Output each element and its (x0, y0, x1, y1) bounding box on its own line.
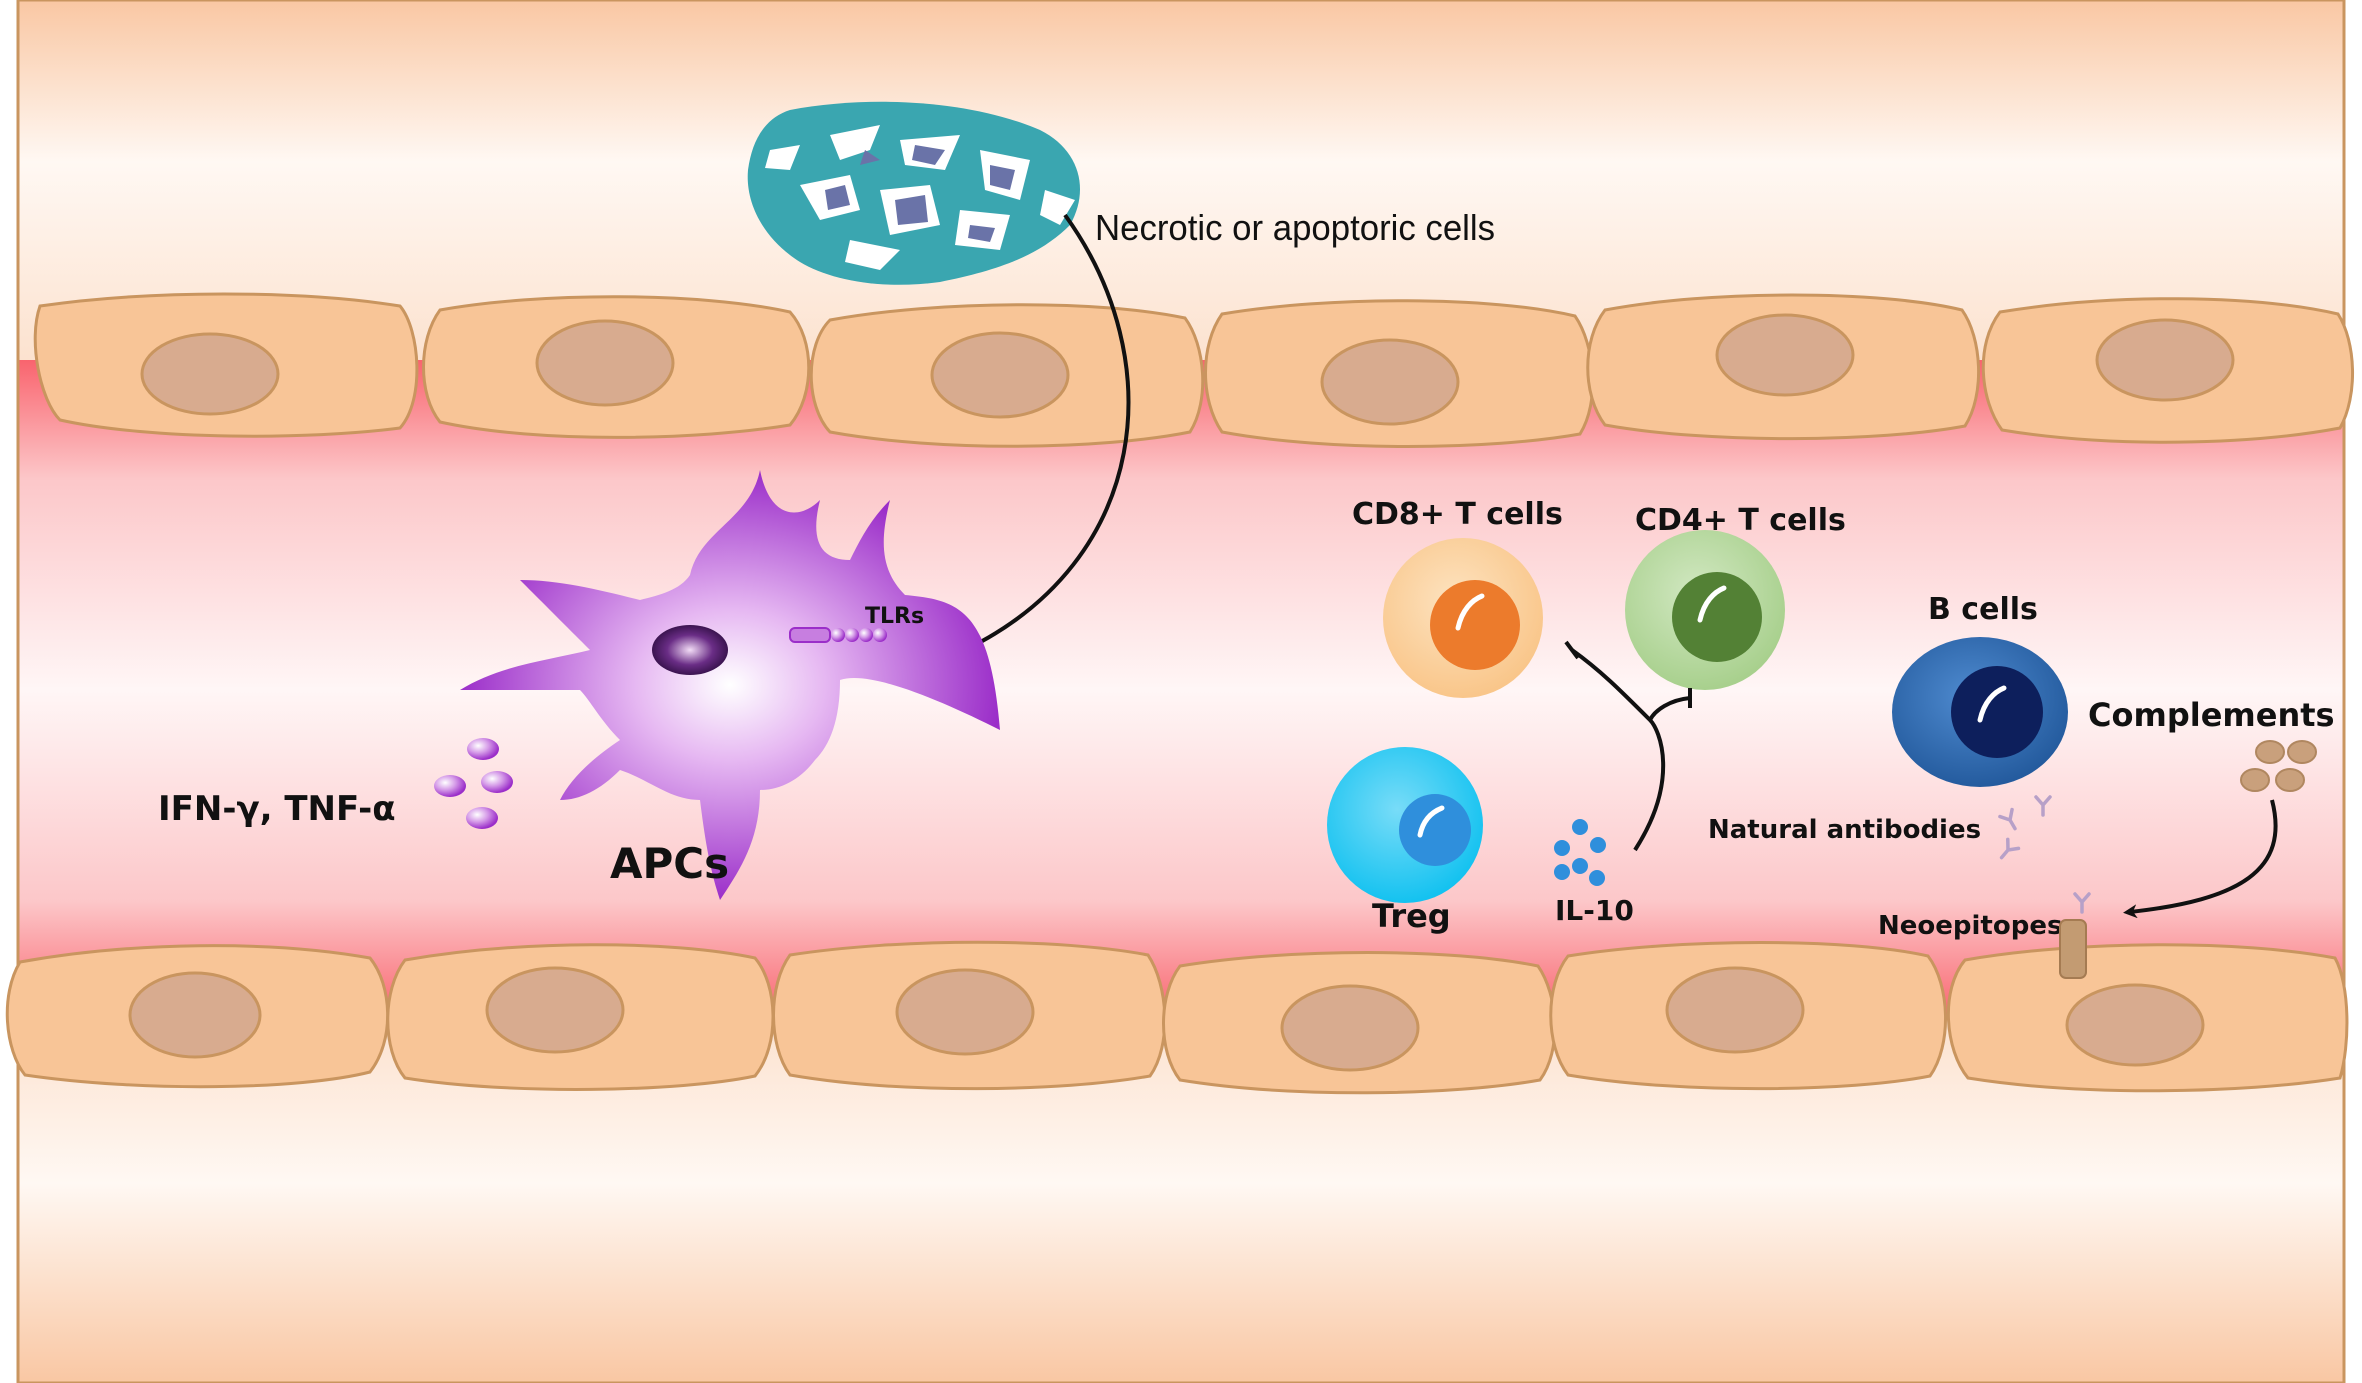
neoepitope (2059, 892, 2091, 979)
nucleus (895, 968, 1035, 1056)
il10-label: IL-10 (1555, 894, 1634, 927)
apc-cell (460, 470, 1000, 900)
necrotic-to-apc-arrow (958, 213, 1131, 654)
nucleus (1715, 313, 1855, 397)
nucleus (140, 332, 280, 416)
bcells-label: B cells (1928, 592, 2038, 627)
nucleus (128, 971, 262, 1059)
nucleus (485, 966, 625, 1054)
apc-body (460, 470, 1000, 900)
b-cell (1892, 637, 2068, 787)
neoepitopes-label: Neoepitopes (1878, 911, 2062, 941)
nucleus (930, 331, 1070, 419)
cytokine-beads (434, 738, 513, 829)
apc-nucleus (652, 625, 728, 675)
nucleus (2095, 318, 2235, 402)
cd4-label: CD4+ T cells (1635, 503, 1846, 538)
bottom-endothelium (5, 940, 2349, 1095)
nucleus (1280, 984, 1420, 1072)
apcs-label: APCs (610, 839, 729, 888)
nucleus (1320, 338, 1460, 426)
treg-label: Treg (1372, 897, 1451, 935)
il10-inhibition (1564, 640, 1692, 852)
necrotic-label: Necrotic or apoptoric cells (1095, 207, 1495, 248)
complement-dots (2240, 740, 2317, 792)
tlrs-label: TLRs (865, 604, 924, 629)
necrotic-fragments (825, 145, 1015, 242)
tissue-top (18, 0, 2344, 360)
tlr-receptor (789, 627, 887, 643)
nucleus (535, 319, 675, 407)
necrotic-cell (747, 101, 1080, 285)
treg-cell (1327, 747, 1483, 903)
complements-label: Complements (2088, 696, 2335, 734)
nucleus (1665, 966, 1805, 1054)
nucleus (2065, 983, 2205, 1067)
complement-arrow (2123, 799, 2278, 919)
cd8-t-cell (1383, 538, 1543, 698)
cd4-t-cell (1625, 530, 1785, 690)
natural-antibodies-label: Natural antibodies (1708, 815, 1981, 845)
cd8-label: CD8+ T cells (1352, 497, 1563, 532)
cytokines-label: IFN-γ, TNF-α (158, 789, 396, 829)
frame (16, 0, 2346, 1383)
il10-dots (1554, 819, 1606, 886)
top-endothelium (33, 292, 2354, 448)
